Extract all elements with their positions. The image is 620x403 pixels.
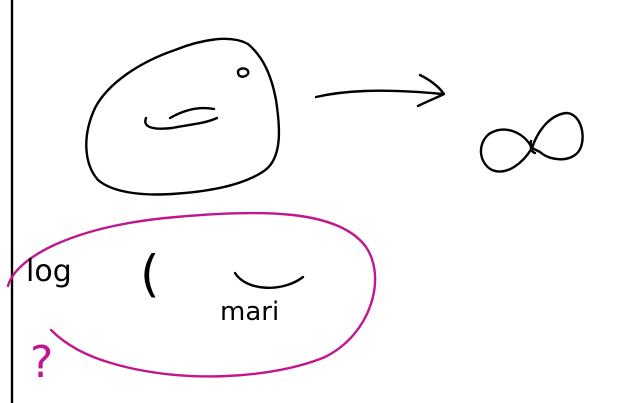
- blob-outline: [85, 37, 281, 196]
- lobe-left: [479, 128, 534, 173]
- lobe-join: [529, 139, 537, 155]
- handwritten-arc: [233, 271, 305, 289]
- mouth-upper: [168, 106, 216, 120]
- arrow-head: [416, 73, 446, 108]
- arrow-shaft: [314, 89, 444, 99]
- handwritten-paren: (: [140, 245, 160, 303]
- eye-circle: [236, 67, 250, 78]
- handwritten-log: log: [26, 254, 72, 289]
- handwritten-mari: mari: [220, 297, 279, 327]
- mouth-lower: [144, 116, 219, 130]
- magenta-loop: [6, 211, 377, 378]
- lobe-right: [530, 111, 584, 161]
- handwritten-question: ?: [30, 337, 53, 388]
